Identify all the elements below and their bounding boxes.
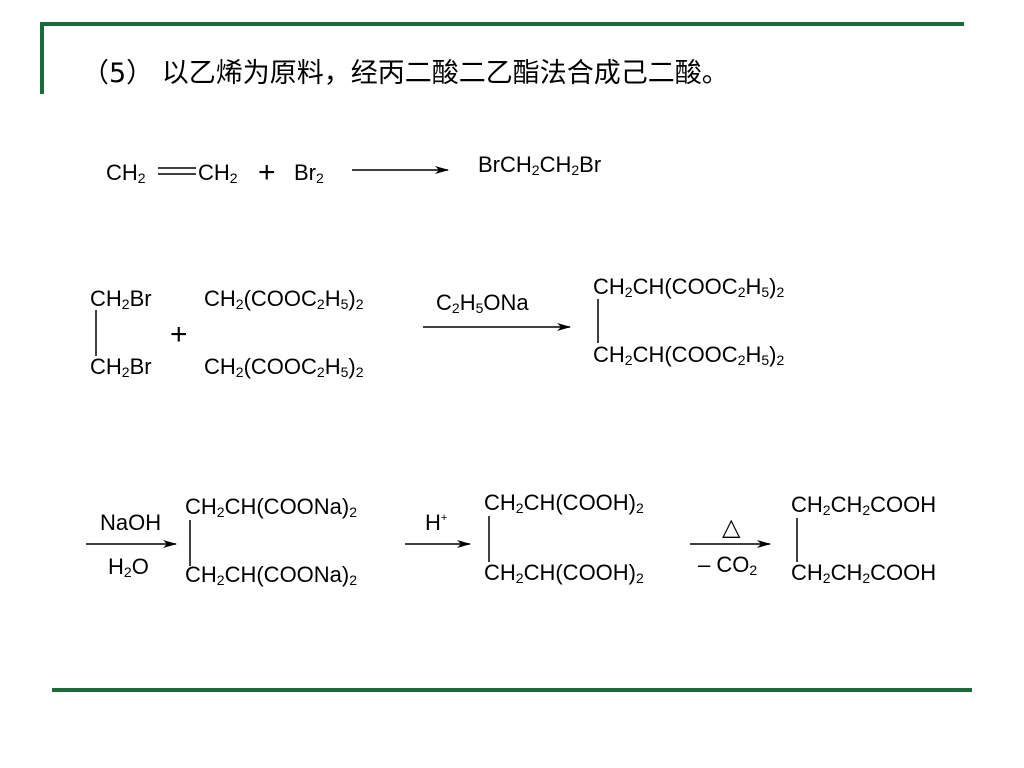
dibromoethane-product: BrCH2CH2Br: [478, 152, 602, 178]
salt-bottom-formula: CH2CH(COONa)2: [185, 562, 358, 588]
page-title: （5） 以乙烯为原料，经丙二酸二乙酯法合成己二酸。: [82, 58, 729, 89]
frame-bottom-border: [52, 688, 972, 692]
tetraester-bottom-formula: CH2CH(COOC2H5)2: [593, 342, 785, 368]
frame-left-border: [40, 22, 44, 94]
water-condition: H2O: [108, 554, 149, 580]
tetraacid-top-formula: CH2CH(COOH)2: [484, 490, 644, 516]
dibromide-bottom-formula: CH2Br: [90, 354, 152, 380]
tetraester-top-formula: CH2CH(COOC2H5)2: [593, 274, 785, 300]
heat-icon: △: [722, 514, 741, 541]
ethylene-left-formula: CH2: [106, 160, 146, 186]
sodium-ethoxide-condition: C2H5ONa: [436, 290, 529, 316]
plus-sign-step1: +: [258, 156, 276, 189]
dibromide-top-formula: CH2Br: [90, 286, 152, 312]
naoh-condition: NaOH: [100, 510, 162, 535]
adipic-acid-bottom-formula: CH2CH2COOH: [791, 560, 937, 586]
ethylene-right-formula: CH2: [198, 160, 238, 186]
malonate-bottom-formula: CH2(COOC2H5)2: [204, 354, 364, 380]
frame-top-border: [40, 22, 964, 26]
adipic-acid-top-formula: CH2CH2COOH: [791, 492, 937, 518]
salt-top-formula: CH2CH(COONa)2: [185, 494, 358, 520]
bromine-reagent: Br2: [294, 160, 324, 186]
acid-condition: H+: [425, 510, 448, 535]
decarboxylation-condition: – CO2: [698, 552, 758, 578]
tetraacid-bottom-formula: CH2CH(COOH)2: [484, 560, 644, 586]
plus-sign-step2: +: [170, 318, 188, 351]
malonate-top-formula: CH2(COOC2H5)2: [204, 286, 364, 312]
